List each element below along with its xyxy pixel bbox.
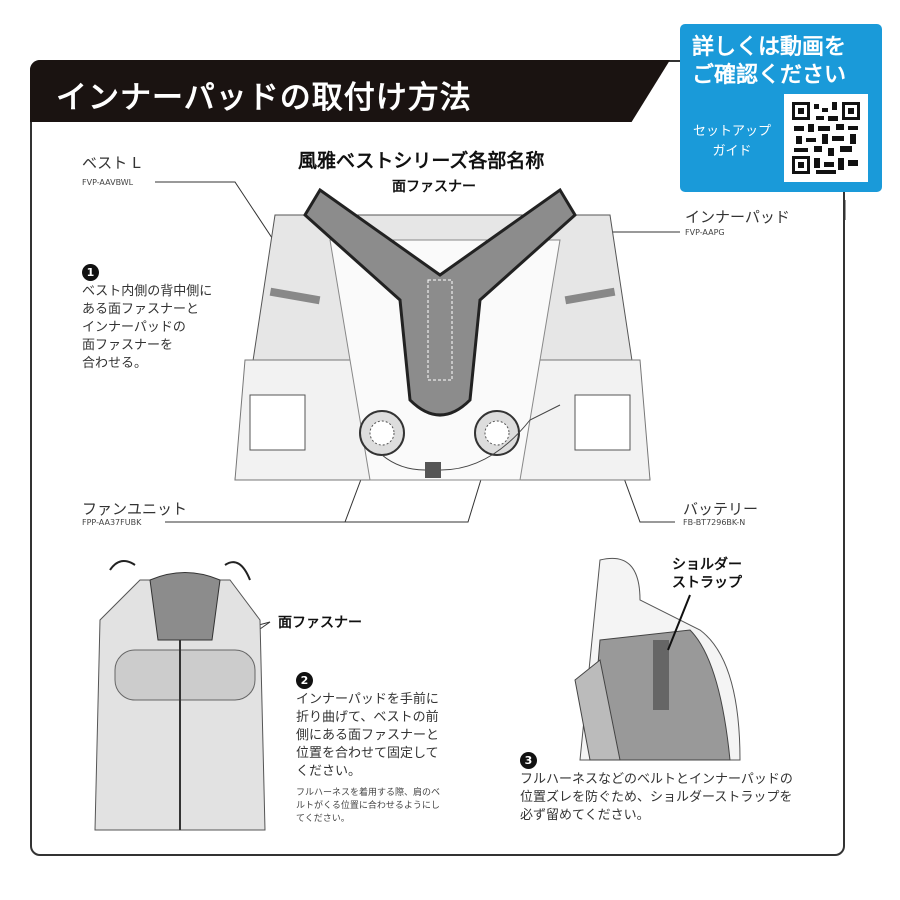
step-number: 3: [520, 752, 537, 769]
step-number: 1: [82, 264, 99, 281]
shoulder-strap-illustration: [574, 558, 741, 761]
step-3: 3 フルハーネスなどのベルトとインナーパッドの位置ズレを防ぐため、ショルダースト…: [520, 752, 793, 823]
fan-unit-code: FPP-AA37FUBK: [82, 518, 142, 527]
battery-code: FB-BT7296BK-N: [683, 518, 746, 527]
qr-code-icon[interactable]: [784, 94, 868, 182]
title-bar: インナーパッドの取付け方法: [30, 60, 670, 122]
hook-loop-label-top: 面ファスナー: [392, 179, 476, 195]
fan-unit-name: ファンユニット: [82, 500, 188, 518]
hook-loop-label-front: 面ファスナー: [278, 615, 362, 631]
front-vest-illustration: [94, 560, 266, 831]
page-title: インナーパッドの取付け方法: [56, 80, 472, 116]
vest-name: ベスト L: [82, 154, 141, 172]
step-number: 2: [296, 672, 313, 689]
video-guide-box[interactable]: 詳しくは動画をご確認ください セットアップガイド: [680, 24, 882, 192]
inner-pad-name: インナーパッド: [685, 208, 790, 226]
step-2-note: フルハーネスを着用する際、肩のベルトがくる位置に合わせるようにしてください。: [296, 788, 441, 824]
video-heading: 詳しくは動画をご確認ください: [692, 35, 847, 88]
setup-guide-label: セットアップガイド: [692, 124, 771, 159]
diagram-title: 風雅ベストシリーズ各部名称: [298, 150, 545, 172]
step-2: 2 インナーパッドを手前に折り曲げて、ベストの前側にある面ファスナーと位置を合わ…: [296, 672, 441, 824]
step-1: 1 ベスト内側の背中側にある面ファスナーとインナーパッドの面ファスナーを合わせる…: [82, 264, 213, 371]
shoulder-strap-label: ショルダーストラップ: [672, 557, 742, 591]
main-vest-illustration: [234, 187, 651, 481]
vest-code: FVP-AAVBWL: [82, 178, 134, 187]
inner-pad-code: FVP-AAPG: [685, 228, 725, 237]
battery-name: バッテリー: [683, 500, 759, 518]
